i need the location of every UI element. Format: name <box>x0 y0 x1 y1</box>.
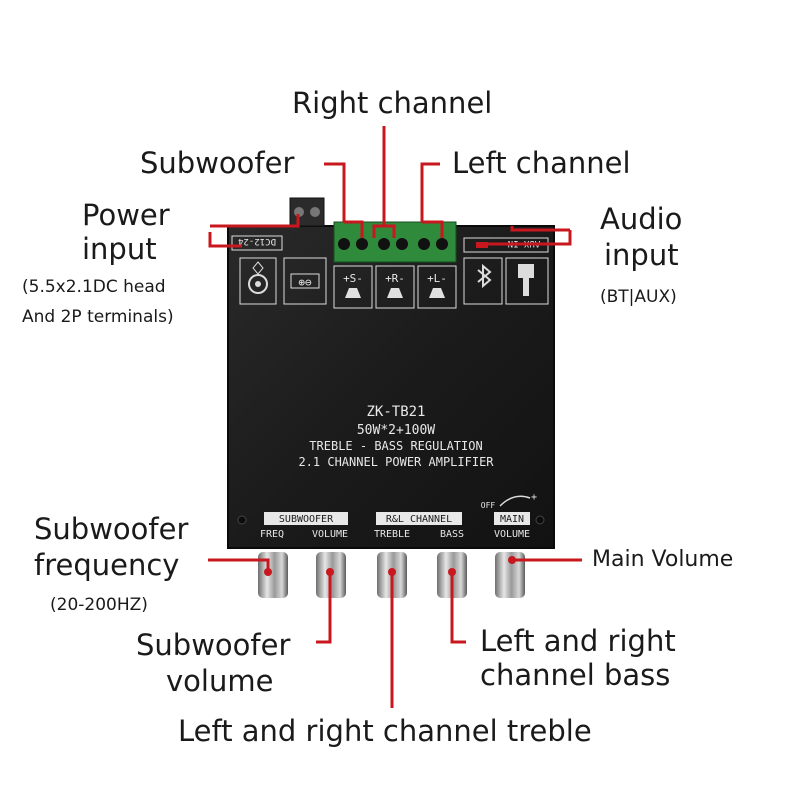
right-channel-label: Right channel <box>292 86 493 120</box>
main-volume-label: Main Volume <box>592 547 734 572</box>
bass-line1: Left and right <box>480 624 676 658</box>
power-input-line2: input <box>82 232 157 266</box>
knob-bass-label: BASS <box>440 529 464 540</box>
knob-freq-label: FREQ <box>260 529 284 540</box>
power-rating: 50W*2+100W <box>357 423 435 438</box>
main-volume-knob[interactable] <box>495 552 525 598</box>
group-subwoofer-label: SUBWOOFER <box>279 514 334 525</box>
left-terminal-label: +L- <box>427 272 447 285</box>
sub-frequency-line1: Subwoofer <box>34 512 189 546</box>
freq-knob[interactable] <box>258 552 288 598</box>
sub-frequency-line2: frequency <box>34 548 180 582</box>
power-input-note1: (5.5x2.1DC head <box>22 277 166 297</box>
speaker-terminals <box>333 221 457 263</box>
regulation-text: TREBLE - BASS REGULATION <box>309 439 482 453</box>
leader-dots <box>264 556 516 576</box>
leader-lines <box>208 126 582 708</box>
knobs <box>258 552 525 598</box>
audio-input-line2: input <box>604 238 679 272</box>
left-channel-label: Left channel <box>452 146 631 180</box>
power-input-note2: And 2P terminals) <box>22 307 174 327</box>
knob-main-volume-label: VOLUME <box>494 529 530 540</box>
group-main-label: MAIN <box>500 514 524 525</box>
sub-volume-line2: volume <box>166 664 274 698</box>
sub-volume-line1: Subwoofer <box>136 628 291 662</box>
power-jack-icon <box>239 257 277 305</box>
knob-treble-label: TREBLE <box>374 529 410 540</box>
subwoofer-label: Subwoofer <box>140 146 295 180</box>
bluetooth-icon <box>463 257 503 305</box>
bass-line2: channel bass <box>480 658 671 692</box>
knob-volume-label: VOLUME <box>312 529 348 540</box>
amp-type-text: 2.1 CHANNEL POWER AMPLIFIER <box>298 455 494 469</box>
sub-terminal-label: +S- <box>343 272 363 285</box>
treble-label: Left and right channel treble <box>178 714 592 748</box>
model-name: ZK-TB21 <box>366 404 425 420</box>
plus-label: + <box>531 492 537 503</box>
group-rl-label: R&L CHANNEL <box>386 514 452 525</box>
audio-input-note: (BT|AUX) <box>600 287 677 307</box>
dc-terminal-icon: ⊕⊖ <box>283 257 327 305</box>
sub-frequency-note: (20-200HZ) <box>50 595 148 615</box>
svg-text:⊕⊖: ⊕⊖ <box>298 276 311 289</box>
power-input-line1: Power <box>82 198 170 232</box>
speaker-icon <box>333 265 457 309</box>
off-label: OFF <box>481 501 496 510</box>
aux-jack-icon <box>505 257 549 305</box>
amplifier-board <box>228 226 554 548</box>
audio-input-line1: Audio <box>600 202 683 236</box>
right-terminal-label: +R- <box>385 272 405 285</box>
dc-voltage-label: DC12-24 <box>238 236 276 246</box>
